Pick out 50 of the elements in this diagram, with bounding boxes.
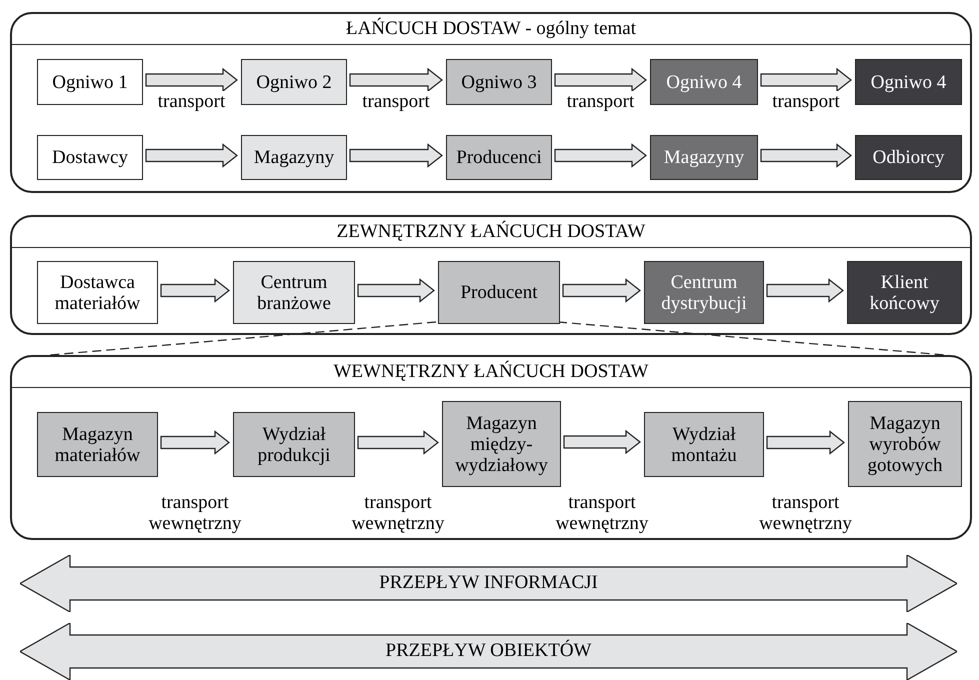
edge-label: transport [362, 91, 430, 112]
dashed-line [558, 321, 946, 356]
block-arrow [357, 278, 435, 303]
block-arrow [357, 430, 439, 455]
block-arrow [160, 430, 230, 455]
process-box: Ogniwo 3 [446, 59, 552, 105]
process-box: Centrum dystrybucji [644, 261, 764, 324]
process-box: Producent [438, 261, 560, 324]
panel-title: ŁAŃCUCH DOSTAW - ogólny temat [12, 14, 970, 45]
edge-label: transport [158, 91, 226, 112]
block-arrow [766, 430, 845, 455]
block-arrow [562, 278, 641, 303]
dashed-line [50, 321, 436, 356]
panel [10, 215, 972, 335]
block-arrow [766, 278, 844, 303]
block-arrow [760, 143, 852, 168]
edge-label: transport [772, 91, 840, 112]
panel [10, 12, 972, 193]
flow-label: PRZEPŁYW INFORMACJI [379, 571, 598, 596]
process-box: Centrum branżowe [233, 261, 355, 324]
process-box: Ogniwo 4 [855, 59, 962, 105]
process-box: Magazyny [650, 135, 758, 180]
block-arrow [760, 68, 852, 92]
process-box: Dostawcy [37, 135, 143, 180]
process-box: Magazyn między-wydziałowy [442, 401, 561, 487]
process-box: Wydział montażu [644, 412, 764, 477]
block-arrow [349, 68, 443, 92]
process-box: Ogniwo 1 [37, 59, 143, 105]
process-box: Producenci [446, 135, 552, 180]
block-arrow [145, 143, 238, 168]
process-box: Magazyn materiałów [37, 412, 158, 477]
panel [10, 355, 972, 540]
process-box: Magazyn wyrobów gotowych [848, 401, 962, 487]
block-arrow [145, 68, 238, 92]
block-arrow [563, 430, 641, 454]
panel-title: WEWNĘTRZNY ŁAŃCUCH DOSTAW [12, 357, 970, 388]
block-arrow [554, 68, 647, 92]
process-box: Wydział produkcji [233, 412, 355, 477]
process-box: Odbiorcy [855, 135, 962, 180]
process-box: Klient końcowy [847, 261, 962, 324]
edge-label: transport [566, 91, 634, 112]
block-arrow [160, 278, 230, 303]
flow-label: PRZEPŁYW OBIEKTÓW [386, 638, 592, 664]
process-box: Ogniwo 2 [241, 59, 347, 105]
block-arrow [349, 143, 443, 168]
block-arrow [554, 143, 647, 168]
process-box: Magazyny [241, 135, 347, 180]
process-box: Dostawca materiałów [37, 261, 158, 324]
panel-title: ZEWNĘTRZNY ŁAŃCUCH DOSTAW [12, 217, 970, 248]
process-box: Ogniwo 4 [650, 59, 758, 105]
